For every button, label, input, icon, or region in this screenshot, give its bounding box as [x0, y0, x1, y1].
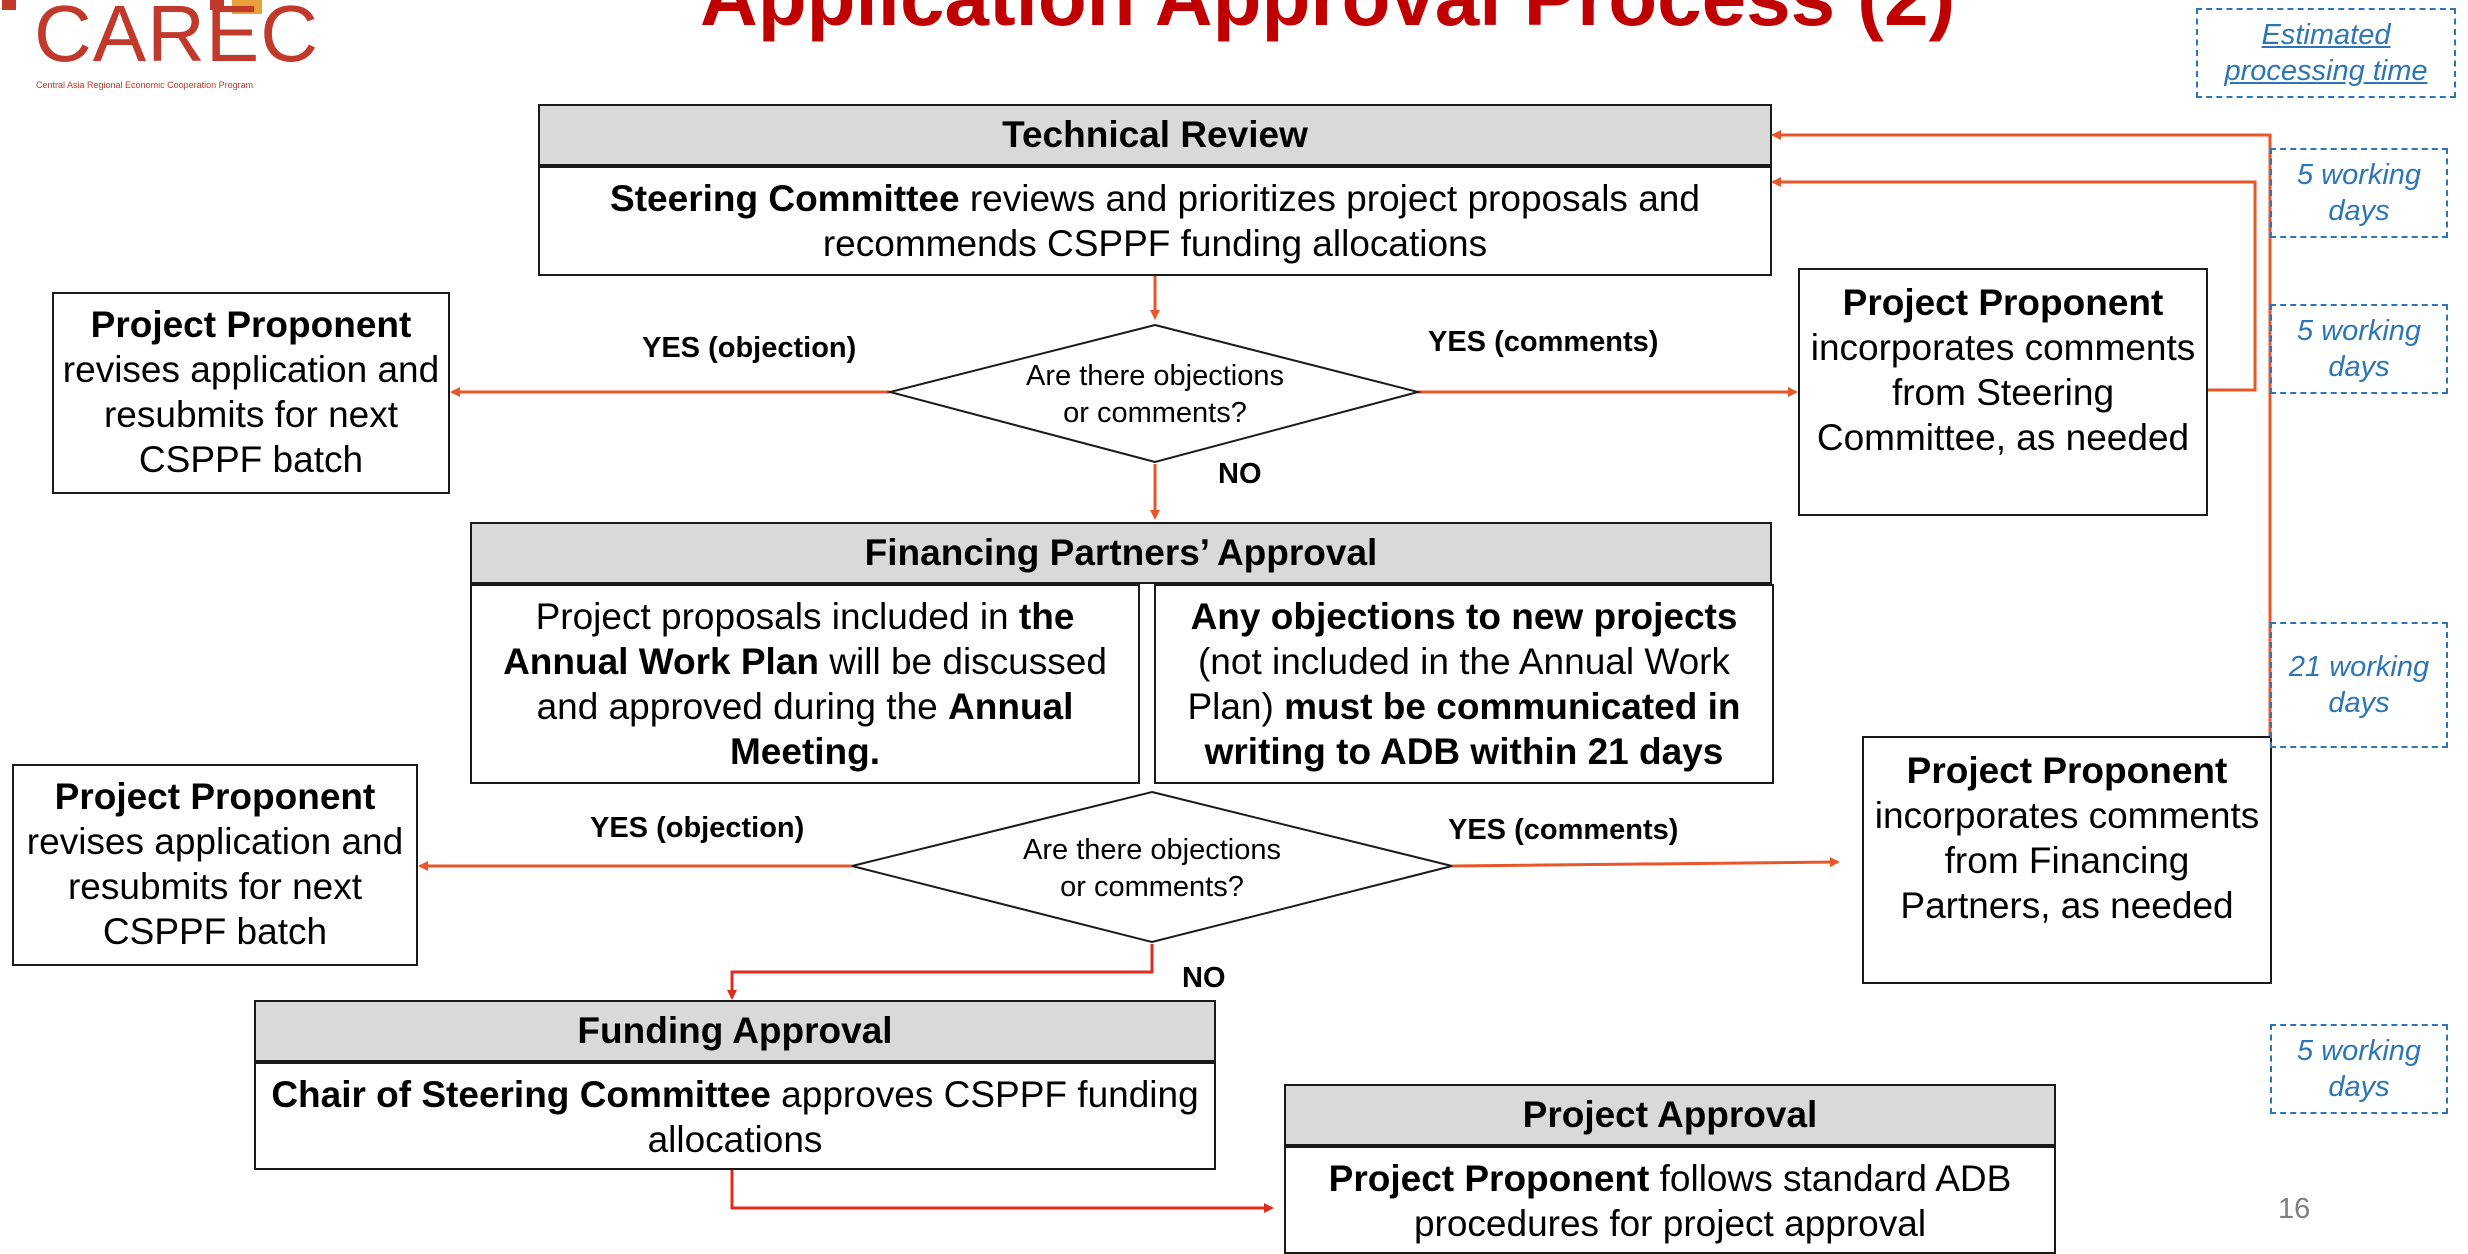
- project-approval-text: Project Proponent follows standard ADB p…: [1296, 1156, 2044, 1246]
- logo-tagline: Central Asia Regional Economic Cooperati…: [36, 80, 254, 90]
- financing-left-t1: Project proposals included in: [535, 596, 1019, 637]
- technical-review-body: Steering Committee reviews and prioritiz…: [538, 166, 1772, 276]
- processing-time-3: 21 working days: [2270, 622, 2448, 748]
- decision1-question: Are there objections or comments?: [955, 358, 1355, 432]
- financing-approval-left-box: Project proposals included in the Annual…: [470, 584, 1140, 784]
- processing-time-4: 5 working days: [2270, 1024, 2448, 1114]
- proponent-revise-rest-2: revises application and resubmits for ne…: [26, 821, 404, 952]
- processing-time-2: 5 working days: [2270, 304, 2448, 394]
- decision2-no-label: NO: [1182, 962, 1226, 994]
- financing-left-b1: the Annual Work Plan: [503, 596, 1075, 682]
- page-number: 16: [2278, 1193, 2311, 1225]
- financing-left-t2: will be discussed and approved during th…: [536, 641, 1107, 727]
- proponent-incorporate-bold-1: Project Proponent: [1842, 282, 2164, 323]
- decision2-yes-objection-label: YES (objection): [590, 812, 805, 844]
- proponent-incorporate-rest-1: incorporates comments from Steering Comm…: [1810, 327, 2196, 458]
- decision2-question-line2: or comments?: [1060, 871, 1244, 903]
- technical-review-header: Technical Review: [538, 104, 1772, 166]
- logo-mark-left: [2, 0, 16, 10]
- decision1-no-label: NO: [1218, 458, 1262, 490]
- slide-title: Application Approval Process (2): [700, 0, 1955, 44]
- proponent-incorporate-rest-2: incorporates comments from Financing Par…: [1874, 795, 2260, 926]
- funding-approval-text: Chair of Steering Committee approves CSP…: [266, 1072, 1204, 1162]
- funding-approval-header: Funding Approval: [254, 1000, 1216, 1062]
- decision2-question: Are there objections or comments?: [952, 832, 1352, 906]
- processing-time-1: 5 working days: [2270, 148, 2448, 238]
- decision1-question-line1: Are there objections: [1026, 360, 1284, 392]
- arrow-decision2-comments: [1451, 857, 1840, 868]
- decision1-yes-comments-label: YES (comments): [1428, 326, 1659, 358]
- processing-time-heading: Estimated processing time: [2196, 8, 2456, 98]
- financing-approval-right-text: Any objections to new projects (not incl…: [1162, 594, 1766, 774]
- proponent-revise-bold-1: Project Proponent: [90, 304, 412, 345]
- decision1-question-line2: or comments?: [1063, 397, 1247, 429]
- arrow-funding-to-project: [730, 1170, 1274, 1213]
- technical-review-text: Steering Committee reviews and prioritiz…: [550, 176, 1760, 266]
- project-approval-body: Project Proponent follows standard ADB p…: [1284, 1146, 2056, 1254]
- arrow-loop-outer: [1771, 130, 2272, 782]
- decision2-diamond: [851, 790, 1453, 944]
- financing-right-t1: (not included in the Annual Work Plan): [1187, 641, 1731, 727]
- financing-approval-header: Financing Partners’ Approval: [470, 522, 1772, 584]
- decision2-question-line1: Are there objections: [1023, 834, 1281, 866]
- logo-mark-right: [232, 0, 262, 14]
- technical-review-rest: reviews and prioritizes project proposal…: [822, 178, 1700, 264]
- proponent-revise-bold-2: Project Proponent: [54, 776, 376, 817]
- logo-wordmark: CAREC: [34, 0, 320, 78]
- financing-right-b2: must be communicated in writing to ADB w…: [1204, 686, 1741, 772]
- decision2-yes-comments-label: YES (comments): [1448, 814, 1679, 846]
- funding-approval-rest: approves CSPPF funding allocations: [647, 1074, 1199, 1160]
- decision1-diamond: [886, 323, 1422, 464]
- project-approval-bold: Project Proponent: [1328, 1158, 1650, 1199]
- arrow-loop-inner: [1771, 177, 2257, 392]
- technical-review-bold: Steering Committee: [610, 178, 960, 219]
- financing-right-b1: Any objections to new projects: [1190, 596, 1738, 637]
- proponent-revise-rest-1: revises application and resubmits for ne…: [62, 349, 440, 480]
- financing-approval-right-box: Any objections to new projects (not incl…: [1154, 584, 1774, 784]
- proponent-incorporate-bold-2: Project Proponent: [1906, 750, 2228, 791]
- funding-approval-body: Chair of Steering Committee approves CSP…: [254, 1062, 1216, 1170]
- project-approval-rest: follows standard ADB procedures for proj…: [1413, 1158, 2012, 1244]
- financing-approval-left-text: Project proposals included in the Annual…: [478, 594, 1132, 774]
- project-approval-header: Project Approval: [1284, 1084, 2056, 1146]
- funding-approval-bold: Chair of Steering Committee: [271, 1074, 771, 1115]
- logo-mark-center: [210, 0, 224, 10]
- financing-left-b2: Annual Meeting.: [729, 686, 1074, 772]
- arrow-decision2-no: [727, 944, 1154, 1000]
- decision1-yes-objection-label: YES (objection): [642, 332, 857, 364]
